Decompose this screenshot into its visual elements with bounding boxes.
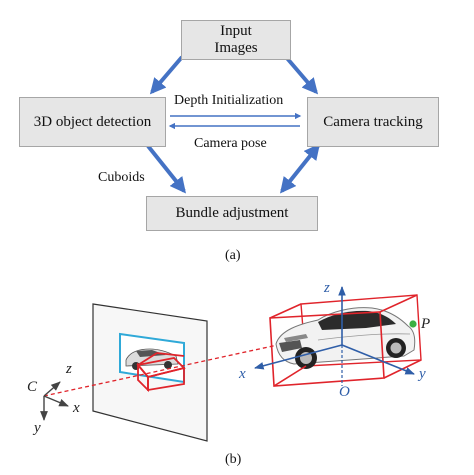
flow-arrows [146,55,320,194]
box-bundle-adjustment: Bundle adjustment [146,196,318,231]
object-origin-label: O [339,384,350,400]
arrow-input-to-tracking [284,55,319,95]
caption-a: (a) [225,248,241,263]
box-input-images: Input Images [181,20,291,60]
camera-axis-z-label: z [66,361,72,377]
projected-cuboid [136,352,186,393]
caption-b: (b) [225,452,242,467]
label-cuboids: Cuboids [98,170,145,185]
object-axes [254,286,415,386]
projection-ray [43,343,283,397]
point-p-marker [409,320,417,328]
box-3d-object-detection: 3D object detection [19,97,166,147]
camera-axis-y-label: y [34,420,41,436]
object-axis-z-label: z [324,280,330,296]
arrow-tracking-bundle [280,143,320,194]
camera-axis-x-label: x [73,400,80,416]
label-depth-initialization: Depth Initialization [174,93,284,108]
point-p-label: P [421,316,431,332]
label-camera-pose: Camera pose [194,136,267,151]
arrow-input-to-detection [149,55,184,95]
camera-axes [40,381,69,421]
camera-label-c: C [27,379,38,395]
object-axis-y-label: y [419,366,426,382]
box-camera-tracking: Camera tracking [307,97,439,147]
object-axis-x-label: x [239,366,246,382]
arrow-detection-to-bundle [146,144,186,194]
